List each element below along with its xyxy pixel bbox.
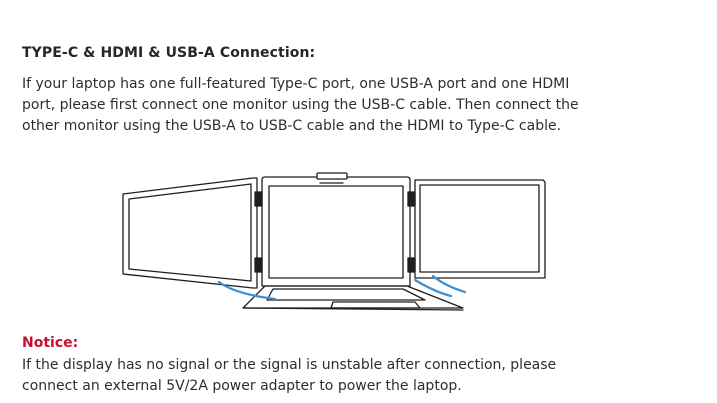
left-hinge [254,191,263,273]
intro-paragraph: If your laptop has one full-featured Typ… [22,74,712,137]
intro-line: other monitor using the USB-A to USB-C c… [22,118,562,134]
notice-paragraph: If the display has no signal or the sign… [22,355,712,397]
right-hinge [407,191,416,273]
laptop-keyboard-base [242,285,464,311]
laptop-screen [261,172,411,287]
intro-line: If your laptop has one full-featured Typ… [22,76,570,92]
notice-title: Notice: [22,335,79,351]
intro-line: port, please first connect one monitor u… [22,97,579,113]
usb-cable-icon [217,274,467,301]
instruction-heading: TYPE-C & HDMI & USB-A Connection: [22,45,316,61]
notice-line: connect an external 5V/2A power adapter … [22,378,462,394]
left-monitor [122,177,258,289]
laptop-with-dual-monitors-illustration [122,172,546,311]
notice-line: If the display has no signal or the sign… [22,357,557,373]
right-monitor [414,179,546,279]
